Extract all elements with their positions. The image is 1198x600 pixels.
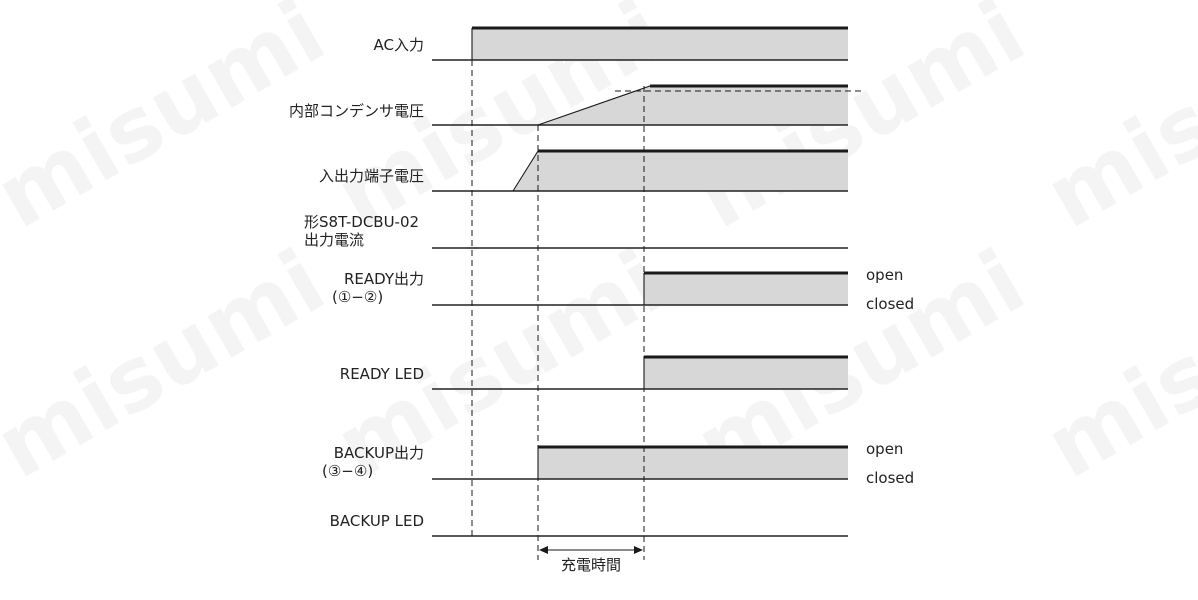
ready-output-open-label: open <box>866 266 903 284</box>
terminal-voltage-label: 入出力端子電圧 <box>319 167 424 185</box>
ready-output-label-line2: (①−②) <box>332 288 383 306</box>
ready-led-fill <box>644 357 848 389</box>
watermark-8: misumi <box>1029 230 1198 499</box>
watermark-1: misumi <box>0 0 341 248</box>
charge-time-arrow-left-icon <box>539 546 548 554</box>
terminal-voltage-fill <box>513 151 848 191</box>
dashed-guides <box>471 60 865 560</box>
output-current-label-line2: 出力電流 <box>304 231 364 249</box>
ac-input-label: AC入力 <box>374 36 424 54</box>
charge-time-arrow-right-icon <box>634 546 643 554</box>
baselines <box>432 59 848 537</box>
backup-output-open-label: open <box>866 440 903 458</box>
output-current-label-line1: 形S8T-DCBU-02 <box>304 213 419 231</box>
capacitor-voltage-ramp <box>537 85 651 126</box>
backup-output-label-line1: BACKUP出力 <box>334 444 424 462</box>
ac-input-fill <box>472 28 848 60</box>
backup-output-closed-label: closed <box>866 469 914 487</box>
backup-led-label: BACKUP LED <box>330 512 424 530</box>
ready-output-closed-label: closed <box>866 295 914 313</box>
watermark-4: misumi <box>1029 0 1198 248</box>
charge-time-label: 充電時間 <box>561 556 621 574</box>
charge-time-dimension: 充電時間 <box>539 546 643 574</box>
ready-output-fill <box>644 273 848 305</box>
ready-led-label: READY LED <box>340 365 424 383</box>
waveform-fills <box>472 28 848 479</box>
backup-output-fill <box>538 447 848 479</box>
backup-output-label-line2: (③−④) <box>322 462 373 480</box>
ready-output-label-line1: READY出力 <box>344 270 424 288</box>
state-labels: open closed open closed <box>866 266 914 487</box>
signal-labels: AC入力 内部コンデンサ電圧 入出力端子電圧 形S8T-DCBU-02 出力電流… <box>289 36 424 530</box>
capacitor-voltage-label: 内部コンデンサ電圧 <box>289 102 424 120</box>
waveform-levels <box>472 26 848 449</box>
watermark-5: misumi <box>0 230 341 499</box>
watermark: misumi misumi misumi misumi misumi misum… <box>0 0 1198 498</box>
terminal-voltage-ramp <box>512 150 539 192</box>
capacitor-voltage-fill <box>538 86 848 125</box>
